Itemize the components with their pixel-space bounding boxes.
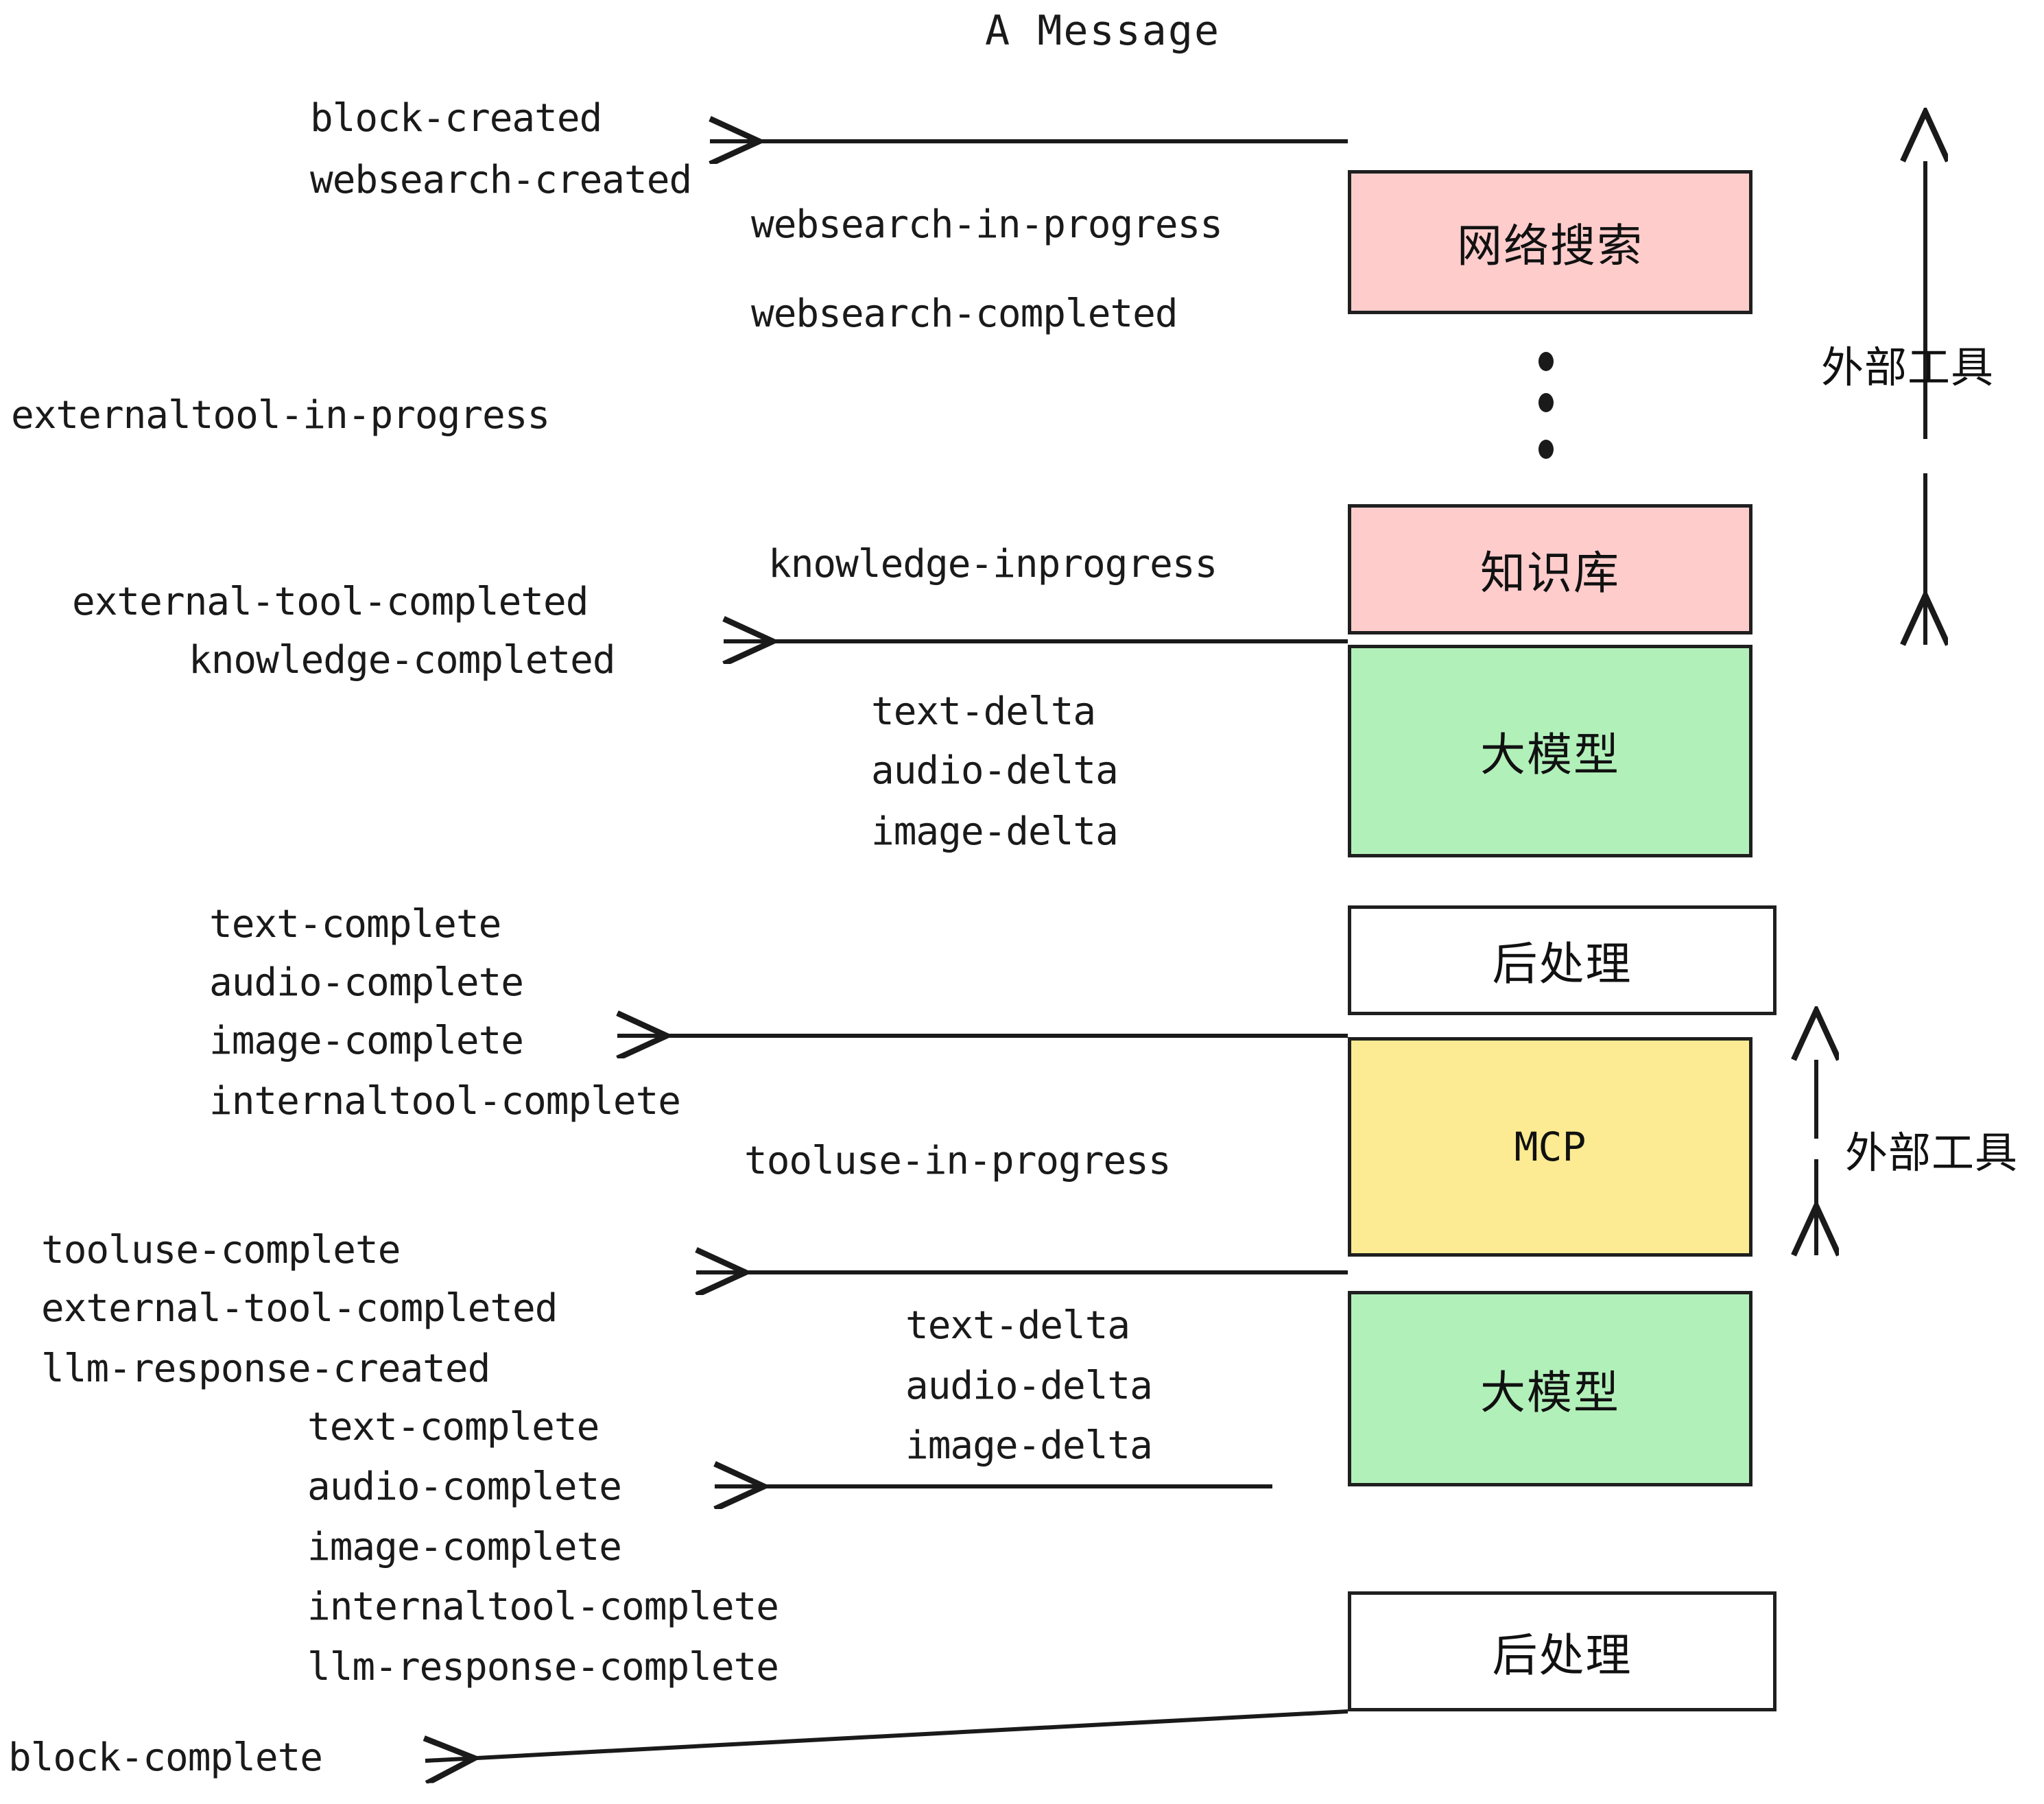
side-label-external-tools-top: 外部工具: [1821, 342, 1995, 392]
event-text-delta-2: text-delta: [905, 1303, 1130, 1348]
event-internaltool-complete-2: internaltool-complete: [307, 1585, 779, 1629]
event-external-tool-completed-1: external-tool-completed: [72, 580, 589, 624]
event-llm-response-created: llm-response-created: [41, 1346, 490, 1391]
event-tooluse-complete: tooluse-complete: [41, 1228, 401, 1272]
arrow-postprocess2-to-block-complete: [425, 1709, 1348, 1761]
box-llm-1-label: 大模型: [1480, 728, 1620, 781]
event-image-complete-2: image-complete: [307, 1525, 622, 1569]
event-text-complete-2: text-complete: [307, 1405, 599, 1449]
event-internaltool-complete-1: internaltool-complete: [209, 1079, 681, 1124]
event-text-complete-1: text-complete: [209, 902, 501, 947]
event-websearch-in-progress: websearch-in-progress: [751, 202, 1223, 247]
event-externaltool-in-progress: externaltool-in-progress: [11, 393, 550, 438]
box-postprocess-2-label: 后处理: [1492, 1628, 1632, 1682]
event-image-delta-2: image-delta: [905, 1423, 1153, 1468]
box-postprocess-1-label: 后处理: [1492, 938, 1632, 990]
event-websearch-created: websearch-created: [310, 158, 692, 202]
side-label-external-tools-bottom: 外部工具: [1845, 1128, 2019, 1178]
event-block-created: block-created: [310, 96, 602, 141]
box-knowledge[interactable]: 知识库: [1348, 504, 1752, 634]
ellipsis-dot: [1538, 393, 1554, 412]
box-llm-2[interactable]: 大模型: [1348, 1291, 1752, 1486]
event-image-delta-1: image-delta: [871, 809, 1119, 854]
event-knowledge-inprogress: knowledge-inprogress: [768, 542, 1217, 586]
box-mcp[interactable]: MCP: [1348, 1037, 1752, 1257]
event-audio-complete-2: audio-complete: [307, 1464, 622, 1509]
box-llm-2-label: 大模型: [1480, 1366, 1620, 1419]
event-image-complete-1: image-complete: [209, 1019, 524, 1063]
page-title: A Message: [985, 7, 1221, 55]
box-llm-1[interactable]: 大模型: [1348, 645, 1752, 857]
ellipsis-dot: [1538, 440, 1554, 459]
box-websearch[interactable]: 网络搜索: [1348, 170, 1752, 314]
box-websearch-label: 网络搜索: [1457, 219, 1643, 272]
event-knowledge-completed: knowledge-completed: [189, 638, 616, 683]
event-websearch-completed: websearch-completed: [751, 292, 1178, 336]
box-postprocess-2[interactable]: 后处理: [1348, 1591, 1776, 1711]
ellipsis-dot: [1538, 352, 1554, 371]
box-postprocess-1[interactable]: 后处理: [1348, 905, 1776, 1015]
box-mcp-label: MCP: [1514, 1124, 1587, 1170]
event-block-complete: block-complete: [8, 1735, 323, 1780]
event-llm-response-complete: llm-response-complete: [307, 1645, 779, 1689]
event-audio-delta-2: audio-delta: [905, 1364, 1153, 1408]
box-knowledge-label: 知识库: [1480, 547, 1620, 600]
event-tooluse-in-progress: tooluse-in-progress: [744, 1139, 1172, 1183]
event-external-tool-completed-2: external-tool-completed: [41, 1286, 558, 1331]
event-audio-delta-1: audio-delta: [871, 748, 1119, 793]
event-text-delta-1: text-delta: [871, 689, 1096, 734]
event-audio-complete-1: audio-complete: [209, 960, 524, 1005]
